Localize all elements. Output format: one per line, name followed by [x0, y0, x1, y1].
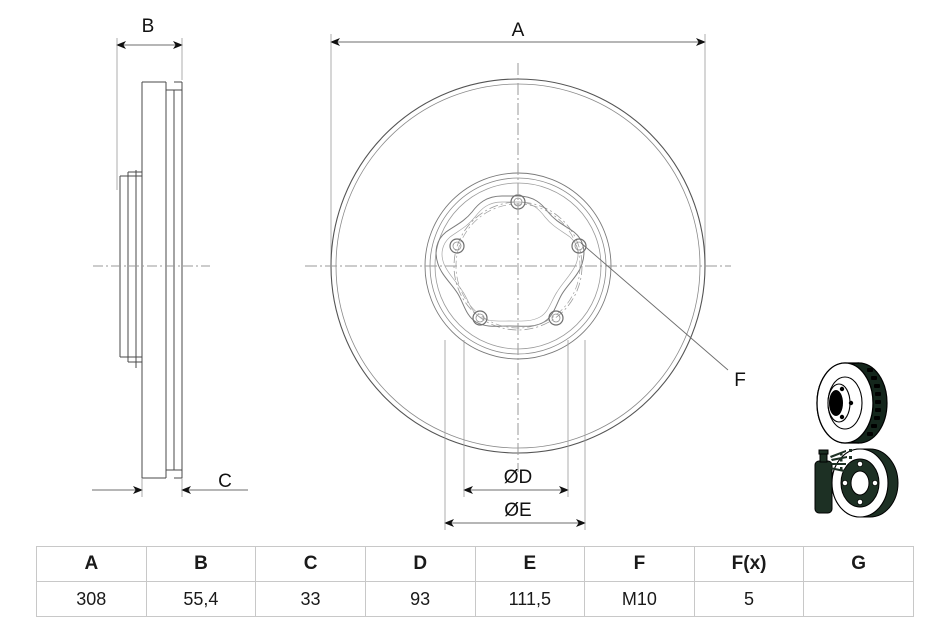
- table-value-a: 308: [36, 581, 147, 617]
- table-header-d: D: [364, 546, 476, 582]
- bolt-holes: [449, 194, 587, 326]
- table-header-a: A: [36, 546, 147, 582]
- table-header-g: G: [803, 546, 914, 582]
- side-view: [92, 38, 248, 497]
- label-f: F: [734, 370, 746, 391]
- dimension-a: [330, 34, 706, 268]
- disc-profile-outline: [119, 81, 183, 479]
- table-value-b: 55,4: [145, 581, 257, 617]
- bolt-hole: [548, 310, 564, 326]
- dimension-oe: [444, 340, 586, 530]
- label-oe: ØE: [504, 500, 531, 521]
- table-value-f: M10: [584, 581, 695, 617]
- front-view: [305, 34, 731, 530]
- label-c: C: [218, 471, 232, 492]
- label-b: B: [142, 16, 155, 37]
- table-value-d: 93: [364, 581, 476, 617]
- callout-f: [580, 242, 729, 371]
- table-header-b: B: [145, 546, 257, 582]
- label-od: ØD: [504, 467, 533, 488]
- brake-disc-icon: [816, 362, 888, 444]
- bolt-hole: [571, 238, 587, 254]
- table-value-row: 308 55,4 33 93 111,5 M10 5: [36, 581, 914, 617]
- table-value-g: [803, 581, 914, 617]
- bolt-hole: [472, 310, 488, 326]
- table-header-e: E: [474, 546, 586, 582]
- table-value-c: 33: [255, 581, 366, 617]
- table-header-c: C: [255, 546, 366, 582]
- table-header-row: A B C D E F F(x) G: [36, 546, 914, 582]
- hub-flange-shape: [435, 195, 585, 327]
- table-header-f: F: [584, 546, 695, 582]
- label-a: A: [512, 20, 525, 41]
- table-value-fx: 5: [693, 581, 805, 617]
- spray-can-disc-icon: [814, 448, 899, 518]
- spray-can-icon: [814, 449, 833, 514]
- bolt-hole: [449, 238, 465, 254]
- table-header-fx: F(x): [693, 546, 805, 582]
- dimension-c: [92, 478, 248, 497]
- front-view-centerlines: [305, 63, 731, 472]
- dimension-b: [116, 38, 183, 190]
- spray-mist-icon: [830, 449, 852, 473]
- dimension-od: [463, 340, 569, 497]
- spec-table: A B C D E F F(x) G 308 55,4 33 93 111,5 …: [36, 546, 914, 617]
- table-value-e: 111,5: [474, 581, 586, 617]
